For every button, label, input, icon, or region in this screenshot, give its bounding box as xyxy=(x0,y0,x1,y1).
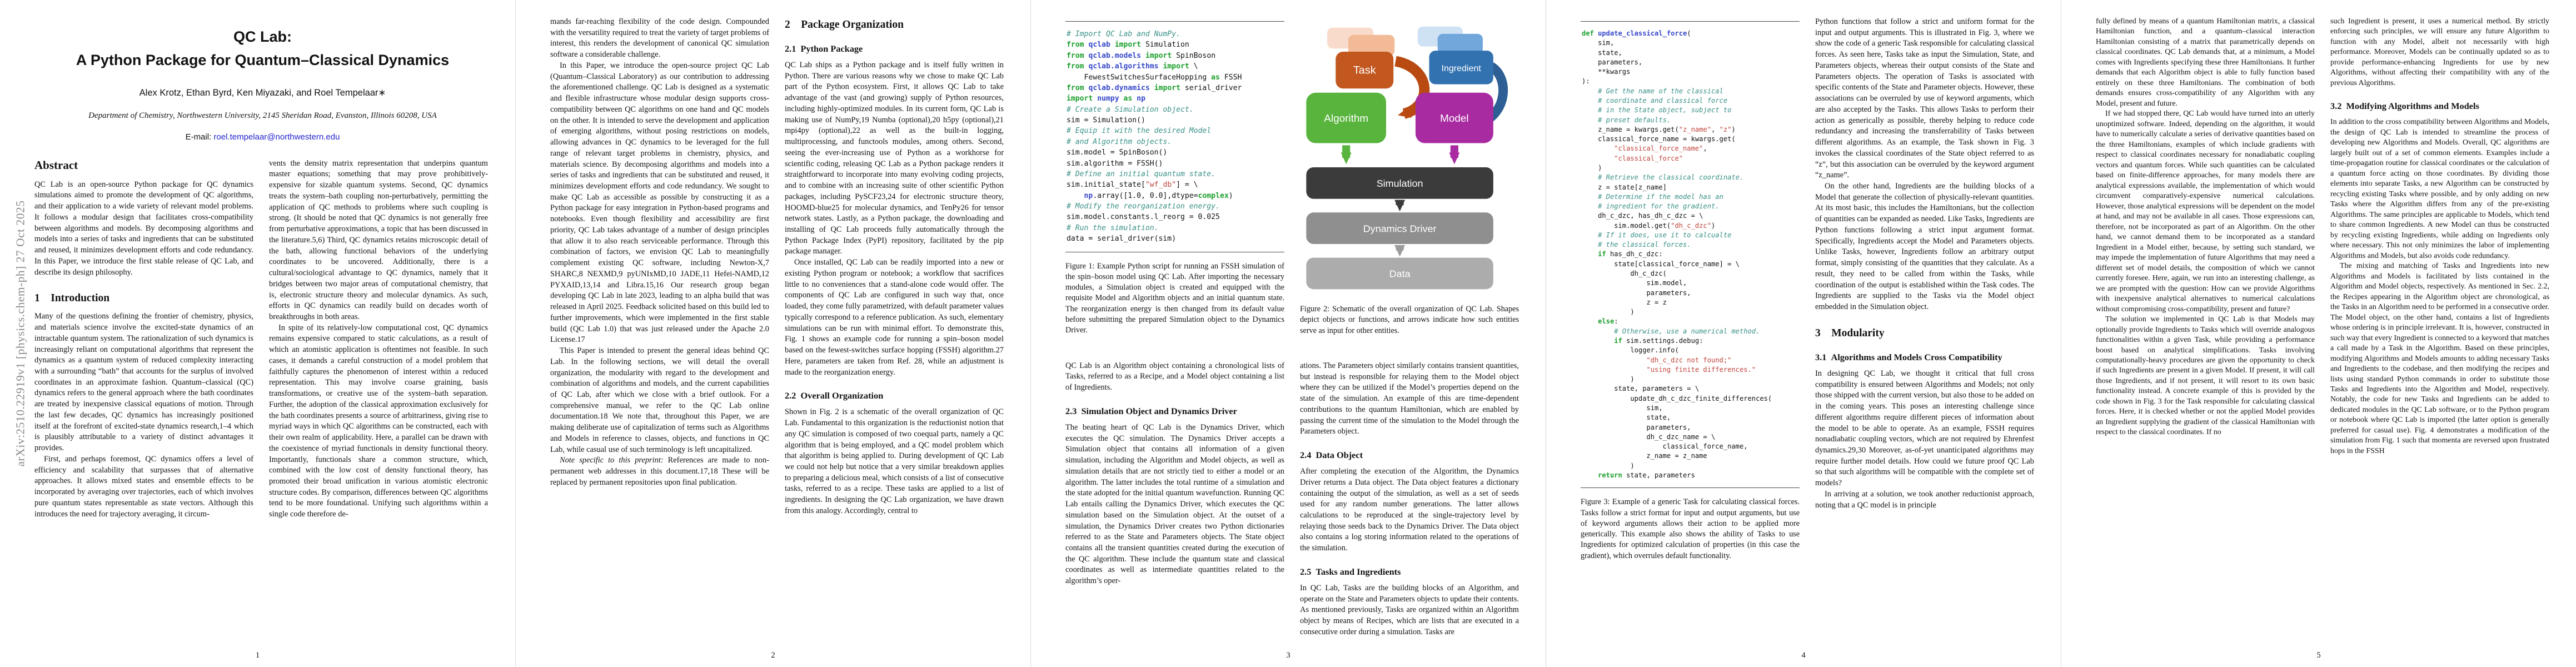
page-number: 3 xyxy=(1286,651,1291,660)
abstract-text: QC Lab is an open-source Python package … xyxy=(34,180,253,277)
task-box xyxy=(1336,52,1394,89)
subsection-heading-cross-compatibility: 3.1 Algorithms and Models Cross Compatib… xyxy=(1815,351,2002,362)
email-label: E-mail: xyxy=(185,132,214,142)
abstract-heading: Abstract xyxy=(34,158,78,172)
algorithm-box xyxy=(1306,92,1387,143)
figure-1-caption: Figure 1: Example Python script for runn… xyxy=(1065,261,1284,335)
section-heading-modularity: 3 Modularity xyxy=(1815,327,1885,339)
body-paragraph: Once installed, QC Lab can be readily im… xyxy=(785,258,1004,377)
page5-column-right: such Ingredient is present, it uses a nu… xyxy=(2330,17,2549,456)
body-paragraph: such Ingredient is present, it uses a nu… xyxy=(2330,17,2549,87)
body-paragraph: First, and perhaps foremost, QC dynamics… xyxy=(34,454,253,519)
body-paragraph: ations. The Parameters object similarly … xyxy=(1300,361,1519,436)
subsection-heading-simulation-object: 2.3 Simulation Object and Dynamics Drive… xyxy=(1065,405,1237,416)
page-number: 2 xyxy=(771,651,775,660)
body-paragraph: In this Paper, we introduce the open-sou… xyxy=(550,61,769,345)
figure-3-code-listing: def update_classical_force( sim, state, … xyxy=(1581,21,1800,489)
page3-column-left: # Import QC Lab and NumPy.from qclab imp… xyxy=(1065,17,1284,638)
body-paragraph: After completing the execution of the Al… xyxy=(1300,467,1519,553)
body-paragraph: QC Lab ships as a Python package and is … xyxy=(785,61,1004,256)
task-label: Task xyxy=(1353,64,1376,77)
page-5: fully defined by means of a quantum Hami… xyxy=(2061,0,2576,667)
body-paragraph: The solution we implemented in QC Lab is… xyxy=(2096,315,2315,437)
data-bar xyxy=(1306,257,1493,290)
page-1: arXiv:2510.22919v1 [physics.chem-ph] 27 … xyxy=(0,0,515,667)
body-paragraph: In addition to the cross compatibility b… xyxy=(2330,118,2549,260)
paper-title: QC Lab: A Python Package for Quantum–Cla… xyxy=(34,26,491,72)
body-paragraph: Shown in Fig. 2 is a schematic of the ov… xyxy=(785,407,1004,515)
body-paragraph: QC Lab is an Algorithm object containing… xyxy=(1065,361,1284,392)
body-paragraph: In spite of its relatively-low computati… xyxy=(269,323,488,519)
preprint-note-rest: References are made to non-permanent web… xyxy=(550,456,769,487)
page-number: 4 xyxy=(1801,651,1806,660)
simulation-bar xyxy=(1306,167,1493,199)
figure-1-code-listing: # Import QC Lab and NumPy.from qclab imp… xyxy=(1065,21,1284,252)
dynamics-driver-bar xyxy=(1306,212,1493,245)
page4-column-right: Python functions that follow a strict an… xyxy=(1815,17,2034,561)
paper-title-line2: A Python Package for Quantum–Classical D… xyxy=(76,51,450,68)
data-label: Data xyxy=(1389,268,1411,280)
task-to-algorithm-arrow xyxy=(1394,56,1430,119)
preprint-note-lead: Note specific to this preprint: xyxy=(560,456,668,465)
page5-column-left: fully defined by means of a quantum Hami… xyxy=(2096,17,2315,456)
body-paragraph: Python functions that follow a strict an… xyxy=(1815,17,2034,180)
figure-2-diagram: Task Ingredient Algorithm Model Simulati… xyxy=(1300,20,1519,298)
section-heading-package-organization: 2 Package Organization xyxy=(785,19,904,31)
page-number: 1 xyxy=(255,651,260,660)
paper-title-line1: QC Lab: xyxy=(233,28,292,45)
body-paragraph: This Paper is intended to present the ge… xyxy=(550,346,769,454)
simulation-label: Simulation xyxy=(1377,178,1423,189)
body-paragraph: The mixing and matching of Tasks and Ing… xyxy=(2330,262,2549,455)
email-link[interactable]: roel.tempelaar@northwestern.edu xyxy=(213,132,340,142)
organization-schematic: Task Ingredient Algorithm Model Simulati… xyxy=(1306,26,1508,290)
body-paragraph: In QC Lab, Tasks are the building blocks… xyxy=(1300,583,1519,636)
body-paragraph: If we had stopped there, QC Lab would ha… xyxy=(2096,109,2315,313)
dynamics-driver-label: Dynamics Driver xyxy=(1363,223,1437,234)
task-ghost-icon xyxy=(1348,34,1395,56)
preprint-note: Note specific to this preprint: Referenc… xyxy=(550,455,769,488)
body-paragraph: In arriving at a solution, we took anoth… xyxy=(1815,489,2034,510)
body-paragraph: mands far-reaching flexibility of the co… xyxy=(550,17,769,59)
page1-column-left: Abstract QC Lab is an open-source Python… xyxy=(34,158,253,520)
page4-column-left: def update_classical_force( sim, state, … xyxy=(1581,17,1800,561)
body-paragraph: In designing QC Lab, we thought it criti… xyxy=(1815,369,2034,488)
body-paragraph: vents the density matrix representation … xyxy=(269,158,488,321)
ingredient-box xyxy=(1429,51,1493,84)
page-2: mands far-reaching flexibility of the co… xyxy=(515,0,1030,667)
subsection-heading-modifying: 3.2 Modifying Algorithms and Models xyxy=(2330,101,2479,112)
title-block: QC Lab: A Python Package for Quantum–Cla… xyxy=(34,26,491,142)
page-number: 5 xyxy=(2316,651,2321,660)
subsection-heading-data-object: 2.4 Data Object xyxy=(1300,450,1363,461)
page-3: # Import QC Lab and NumPy.from qclab imp… xyxy=(1030,0,1546,667)
algorithm-label: Algorithm xyxy=(1324,113,1368,125)
page2-column-right: 2 Package Organization 2.1 Python Packag… xyxy=(785,17,1004,517)
email-line: E-mail: roel.tempelaar@northwestern.edu xyxy=(34,132,491,142)
subsection-heading-tasks-ingredients: 2.5 Tasks and Ingredients xyxy=(1300,566,1401,577)
figure-2-caption: Figure 2: Schematic of the overall organ… xyxy=(1300,305,1519,335)
page1-column-right: vents the density matrix representation … xyxy=(269,158,488,520)
body-paragraph: fully defined by means of a quantum Hami… xyxy=(2096,17,2315,108)
figure-3-caption: Figure 3: Example of a generic Task for … xyxy=(1581,497,1800,560)
page2-column-left: mands far-reaching flexibility of the co… xyxy=(550,17,769,517)
subsection-heading-python-package: 2.1 Python Package xyxy=(785,43,863,54)
body-paragraph: The beating heart of QC Lab is the Dynam… xyxy=(1065,422,1284,586)
page-4: def update_classical_force( sim, state, … xyxy=(1546,0,2061,667)
page3-column-right: Task Ingredient Algorithm Model Simulati… xyxy=(1300,17,1519,638)
authors-line: Alex Krotz, Ethan Byrd, Ken Miyazaki, an… xyxy=(139,87,386,98)
ingredient-ghost-icon xyxy=(1437,33,1483,54)
section-heading-introduction: 1 Introduction xyxy=(34,292,110,305)
subsection-heading-overall-organization: 2.2 Overall Organization xyxy=(785,390,884,401)
ingredient-label: Ingredient xyxy=(1442,63,1482,73)
model-box xyxy=(1415,92,1493,143)
arxiv-watermark: arXiv:2510.22919v1 [physics.chem-ph] 27 … xyxy=(13,200,27,467)
model-label: Model xyxy=(1440,113,1468,125)
body-paragraph: Many of the questions defining the front… xyxy=(34,312,253,453)
body-paragraph: On the other hand, Ingredients are the b… xyxy=(1815,182,2034,312)
affiliation: Department of Chemistry, Northwestern Un… xyxy=(88,111,437,120)
